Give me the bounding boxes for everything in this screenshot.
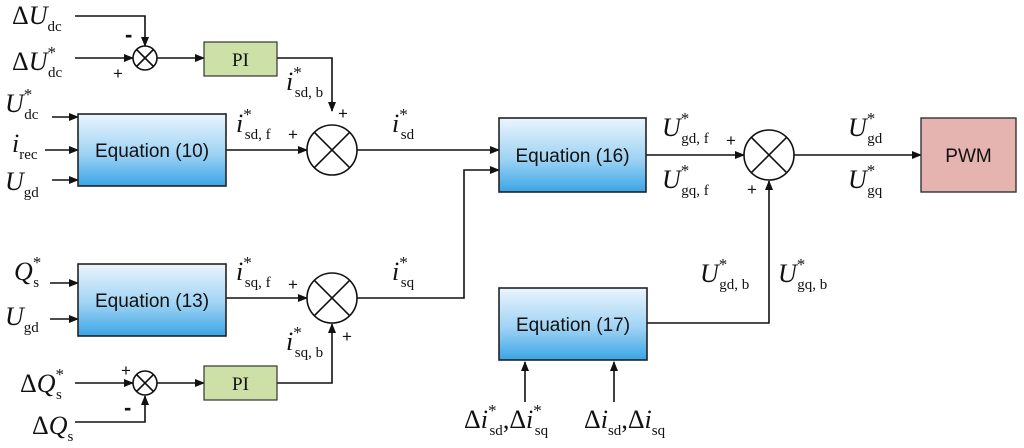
pi-block-q: PI <box>203 365 278 401</box>
label-irec: irec <box>12 129 38 163</box>
label-udc-ref: U*dc <box>5 85 39 123</box>
label-isq-b: i*sq, b <box>286 323 323 361</box>
label-delta-qs-ref: ΔQ*s <box>20 365 64 403</box>
label-ugq-f: U*gq, f <box>662 161 709 199</box>
plus-sign: + <box>726 131 736 150</box>
sign-marks: - + + + + + + - + + <box>113 22 757 420</box>
plus-sign: + <box>121 361 131 380</box>
equation-17-block: Equation (17) <box>498 287 648 361</box>
equation-10-label: Equation (10) <box>95 141 209 162</box>
label-isd-b: i*sd, b <box>286 63 323 101</box>
label-delta-udc: ΔUdc <box>12 1 62 35</box>
label-ugd: Ugd <box>5 167 39 201</box>
label-delta-i-ref: Δi*sd,Δi*sq <box>464 401 549 439</box>
label-delta-i: Δisd,Δisq <box>584 405 666 439</box>
plus-sign: + <box>113 64 123 83</box>
pi-block-q-label: PI <box>232 374 249 395</box>
equation-16-label: Equation (16) <box>515 146 629 167</box>
label-ugd-q: Ugd <box>5 302 39 336</box>
equation-16-block: Equation (16) <box>498 117 647 193</box>
summing-junction-grid <box>743 129 795 181</box>
label-isq-f: i*sq, f <box>236 253 271 291</box>
pwm-label: PWM <box>945 146 991 167</box>
label-ugd-b: U*gd, b <box>700 255 749 293</box>
plus-sign: + <box>338 104 348 123</box>
plus-sign: + <box>342 327 352 346</box>
equation-13-label: Equation (13) <box>95 291 209 312</box>
summing-junction-dc <box>132 45 158 71</box>
label-qs-ref: Q*s <box>14 253 41 291</box>
label-ugq-out: U*gq <box>848 161 883 199</box>
label-isd: i*sd <box>392 105 415 143</box>
minus-sign: - <box>124 395 131 420</box>
pi-block-dc-label: PI <box>232 50 249 71</box>
summing-junction-qs <box>132 370 158 396</box>
plus-sign: + <box>288 275 298 294</box>
label-delta-udc-ref: ΔU*dc <box>12 43 63 81</box>
label-isq: i*sq <box>392 253 415 291</box>
pi-block-dc: PI <box>203 41 278 77</box>
summing-junction-d <box>306 124 358 176</box>
equation-10-block: Equation (10) <box>77 113 227 187</box>
label-ugd-out: U*gd <box>848 109 883 147</box>
equation-17-label: Equation (17) <box>516 315 630 336</box>
signal-wires <box>45 15 922 423</box>
summing-junction-q <box>306 272 358 324</box>
label-ugq-b: U*gq, b <box>778 255 827 293</box>
equation-13-block: Equation (13) <box>77 263 227 337</box>
label-ugd-f: U*gd, f <box>662 109 709 147</box>
label-isd-f: i*sd, f <box>236 105 271 143</box>
pwm-block: PWM <box>920 117 1017 193</box>
plus-sign: + <box>747 180 757 199</box>
plus-sign: + <box>288 125 298 144</box>
label-delta-qs: ΔQs <box>32 411 74 445</box>
minus-sign: - <box>125 22 132 47</box>
